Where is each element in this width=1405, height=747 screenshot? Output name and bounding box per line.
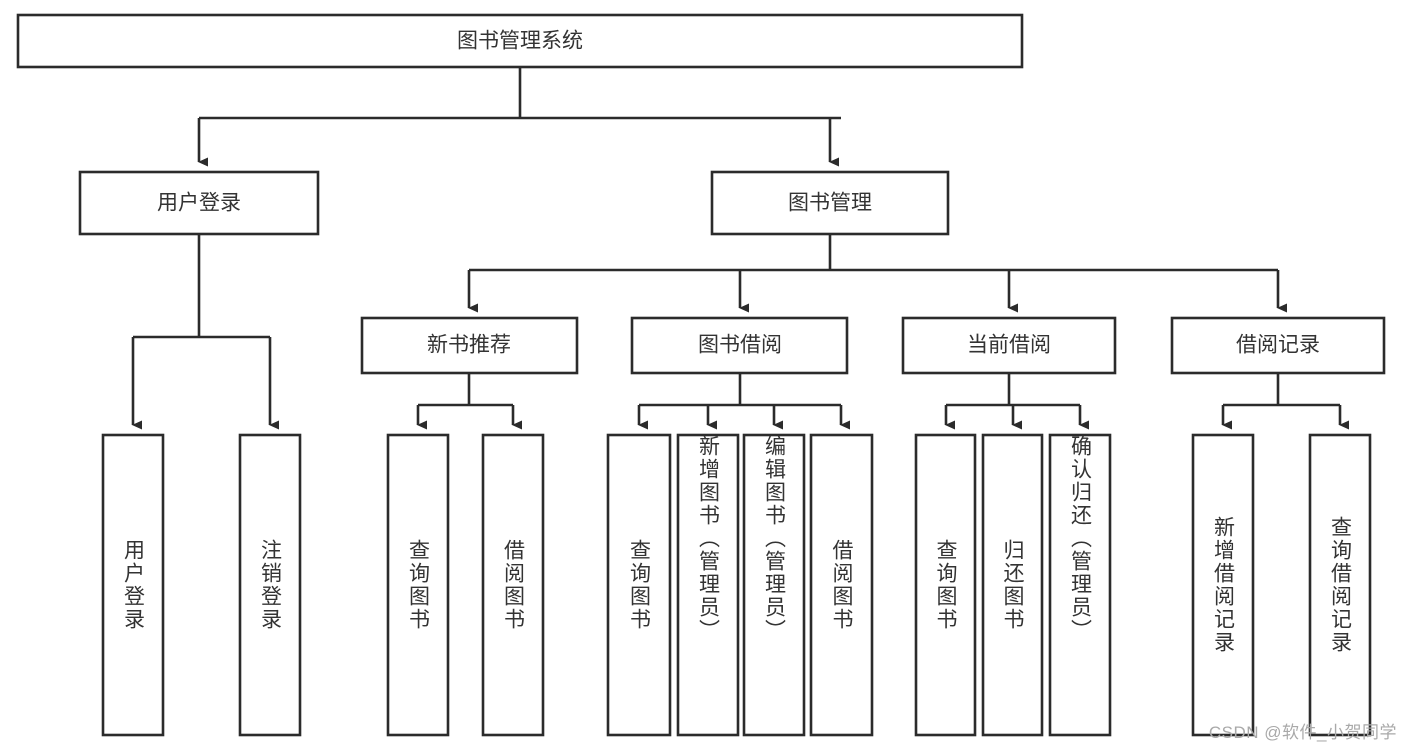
node-new-book-recommend[interactable]: 新书推荐 (360, 316, 579, 375)
edges-user-login-to-leaves (131, 234, 279, 430)
watermark-text: CSDN @软件_小贺同学 (1208, 723, 1397, 742)
leaf-box-query-book-a[interactable] (386, 433, 450, 737)
node-book-borrow-box[interactable] (630, 316, 849, 375)
node-current-borrow-label: 当前借阅 (967, 334, 1051, 357)
node-book-manage-label: 图书管理 (788, 192, 872, 215)
node-book-borrow-label: 图书借阅 (698, 334, 782, 357)
node-current-borrow[interactable]: 当前借阅 (901, 316, 1117, 375)
edges-current-borrow-to-leaves (944, 373, 1089, 430)
node-user-login-box[interactable] (78, 170, 320, 236)
leaf-box-query-record[interactable] (1308, 433, 1372, 737)
leaf-box-borrow-book-b[interactable] (809, 433, 874, 737)
leaf-box-add-record[interactable] (1191, 433, 1255, 737)
node-new-book-recommend-box[interactable] (360, 316, 579, 375)
node-user-login-label: 用户登录 (157, 192, 241, 215)
node-root-label: 图书管理系统 (457, 30, 583, 53)
node-borrow-record-label: 借阅记录 (1236, 334, 1320, 357)
leaf-box-add-book[interactable] (676, 433, 740, 737)
edges-borrow-record-to-leaves (1221, 373, 1349, 430)
node-book-manage-box[interactable] (710, 170, 950, 236)
leaf-box-return-book[interactable] (981, 433, 1044, 737)
leaf-box-confirm-return[interactable] (1048, 433, 1112, 737)
leaf-box-query-book-b[interactable] (606, 433, 672, 737)
node-book-manage[interactable]: 图书管理 (710, 170, 950, 236)
node-borrow-record-box[interactable] (1170, 316, 1386, 375)
node-new-book-recommend-label: 新书推荐 (427, 334, 511, 357)
edges-book-manage-to-level3 (467, 234, 1287, 313)
leaf-box-logout[interactable] (238, 433, 302, 737)
edges-new-book-rec-to-leaves (416, 373, 522, 430)
node-book-borrow[interactable]: 图书借阅 (630, 316, 849, 375)
node-root-system[interactable]: 图书管理系统 (16, 13, 1024, 69)
node-borrow-record[interactable]: 借阅记录 (1170, 316, 1386, 375)
leaf-boxes (101, 433, 1372, 737)
node-root-box[interactable] (16, 13, 1024, 69)
leaf-box-borrow-book-a[interactable] (481, 433, 545, 737)
leaf-box-query-book-c[interactable] (914, 433, 977, 737)
leaf-box-user-login[interactable] (101, 433, 165, 737)
edges-book-borrow-to-leaves (637, 373, 850, 430)
leaf-box-edit-book[interactable] (742, 433, 806, 737)
node-user-login[interactable]: 用户登录 (78, 170, 320, 236)
node-current-borrow-box[interactable] (901, 316, 1117, 375)
edges-root-to-level2 (197, 67, 841, 167)
